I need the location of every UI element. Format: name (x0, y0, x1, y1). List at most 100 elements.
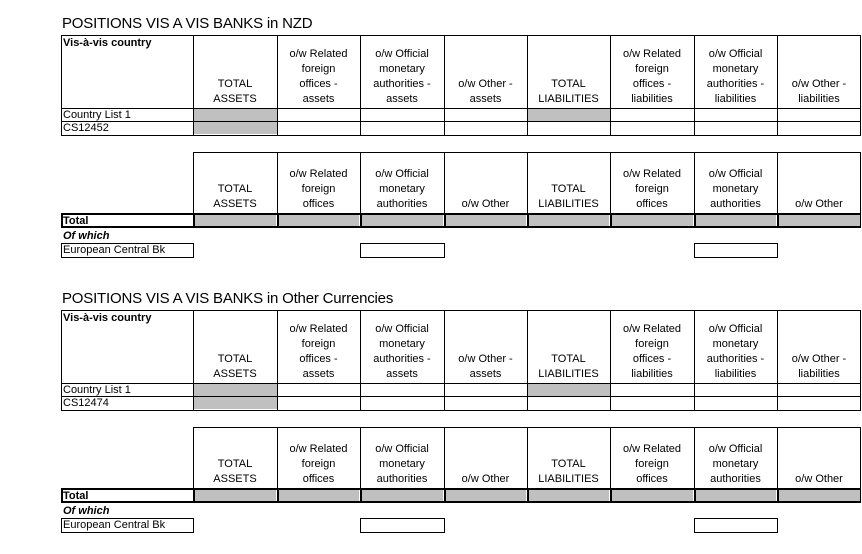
total-label: Total (63, 215, 89, 227)
column-header: o/w Other (795, 198, 843, 210)
column-header: o/w Other - assets (458, 78, 513, 105)
grid-line (360, 310, 361, 410)
section-title: POSITIONS VIS A VIS BANKS in Other Curre… (62, 290, 394, 307)
shaded-cell (611, 490, 693, 501)
value-cell[interactable] (695, 397, 777, 409)
value-cell[interactable] (361, 109, 444, 121)
grid-line (193, 213, 195, 228)
grid-line (777, 488, 779, 503)
grid-line (360, 488, 362, 503)
shaded-cell (194, 109, 277, 121)
grid-line (360, 213, 362, 228)
value-cell[interactable] (778, 109, 861, 121)
column-header: o/w Official monetary authorities - liab… (706, 323, 765, 380)
total-label: Total (63, 490, 89, 502)
value-cell[interactable] (695, 384, 777, 396)
shaded-cell (778, 215, 860, 226)
row-label: CS12474 (63, 397, 109, 409)
value-cell[interactable] (611, 397, 694, 409)
shaded-cell (361, 215, 443, 226)
value-cell[interactable] (278, 122, 360, 134)
row-label: Country List 1 (63, 109, 131, 121)
value-cell[interactable] (611, 122, 694, 134)
ecb-official-liabilities-cell[interactable] (694, 518, 778, 533)
value-cell[interactable] (278, 397, 360, 409)
value-cell[interactable] (445, 397, 527, 409)
shaded-cell (194, 122, 277, 134)
value-cell[interactable] (778, 397, 861, 409)
shaded-cell (695, 490, 776, 501)
corner-label: Vis-à-vis country (63, 37, 152, 49)
grid-line (61, 396, 861, 397)
column-header: o/w Related foreign offices - liabilitie… (622, 48, 682, 105)
grid-line (444, 310, 445, 410)
value-cell[interactable] (611, 384, 694, 396)
shaded-cell (611, 215, 693, 226)
value-cell[interactable] (445, 122, 527, 134)
column-header: o/w Related foreign offices - assets (289, 323, 348, 380)
corner-label: Vis-à-vis country (63, 312, 152, 324)
value-cell[interactable] (278, 384, 360, 396)
column-header: o/w Related foreign offices (622, 443, 682, 485)
row-label: Country List 1 (63, 384, 131, 396)
shaded-cell (194, 397, 277, 409)
grid-line (61, 383, 861, 384)
value-cell[interactable] (695, 109, 777, 121)
grid-line (777, 152, 778, 213)
grid-line (527, 488, 529, 503)
grid-line (61, 108, 861, 109)
grid-line (610, 35, 611, 135)
grid-line (360, 427, 361, 488)
column-header: o/w Other - liabilities (791, 353, 847, 380)
ecb-official-assets-cell[interactable] (360, 243, 445, 258)
value-cell[interactable] (695, 122, 777, 134)
value-cell[interactable] (445, 109, 527, 121)
shaded-cell (361, 490, 443, 501)
ecb-official-liabilities-cell[interactable] (694, 243, 778, 258)
grid-line (610, 152, 611, 213)
grid-line (694, 35, 695, 135)
value-cell[interactable] (778, 384, 861, 396)
column-header: o/w Other - liabilities (791, 78, 847, 105)
grid-line (694, 213, 696, 228)
grid-line (527, 427, 528, 488)
grid-line (527, 35, 528, 135)
column-header: TOTAL LIABILITIES (538, 353, 599, 380)
value-cell[interactable] (528, 122, 610, 134)
column-header: TOTAL LIABILITIES (538, 458, 599, 485)
column-header: o/w Official monetary authorities (708, 443, 763, 485)
column-header: o/w Official monetary authorities - liab… (706, 48, 765, 105)
of-which-label: Of which (63, 505, 110, 517)
value-cell[interactable] (528, 397, 610, 409)
shaded-cell (528, 384, 610, 396)
shaded-cell (278, 215, 359, 226)
grid-line (694, 427, 695, 488)
grid-line (527, 152, 528, 213)
column-header: TOTAL ASSETS (213, 353, 257, 380)
value-cell[interactable] (778, 122, 861, 134)
grid-line (444, 152, 445, 213)
country-table-frame (61, 310, 861, 411)
total-row (61, 213, 861, 228)
column-header: o/w Other - assets (458, 353, 513, 380)
grid-line (444, 35, 445, 135)
grid-line (610, 427, 611, 488)
shaded-cell (528, 215, 609, 226)
ecb-label: European Central Bk (63, 244, 166, 256)
column-header: o/w Related foreign offices - assets (289, 48, 348, 105)
ecb-official-assets-cell[interactable] (360, 518, 445, 533)
column-header: TOTAL ASSETS (213, 458, 257, 485)
value-cell[interactable] (445, 384, 527, 396)
section-title: POSITIONS VIS A VIS BANKS in NZD (62, 15, 313, 32)
value-cell[interactable] (278, 109, 360, 121)
shaded-cell (278, 490, 359, 501)
grid-line (277, 488, 279, 503)
value-cell[interactable] (361, 384, 444, 396)
column-header: o/w Official monetary authorities - asse… (373, 323, 431, 380)
column-header: o/w Related foreign offices - liabilitie… (622, 323, 682, 380)
column-header: TOTAL LIABILITIES (538, 78, 599, 105)
grid-line (777, 213, 779, 228)
value-cell[interactable] (361, 397, 444, 409)
value-cell[interactable] (611, 109, 694, 121)
value-cell[interactable] (361, 122, 444, 134)
